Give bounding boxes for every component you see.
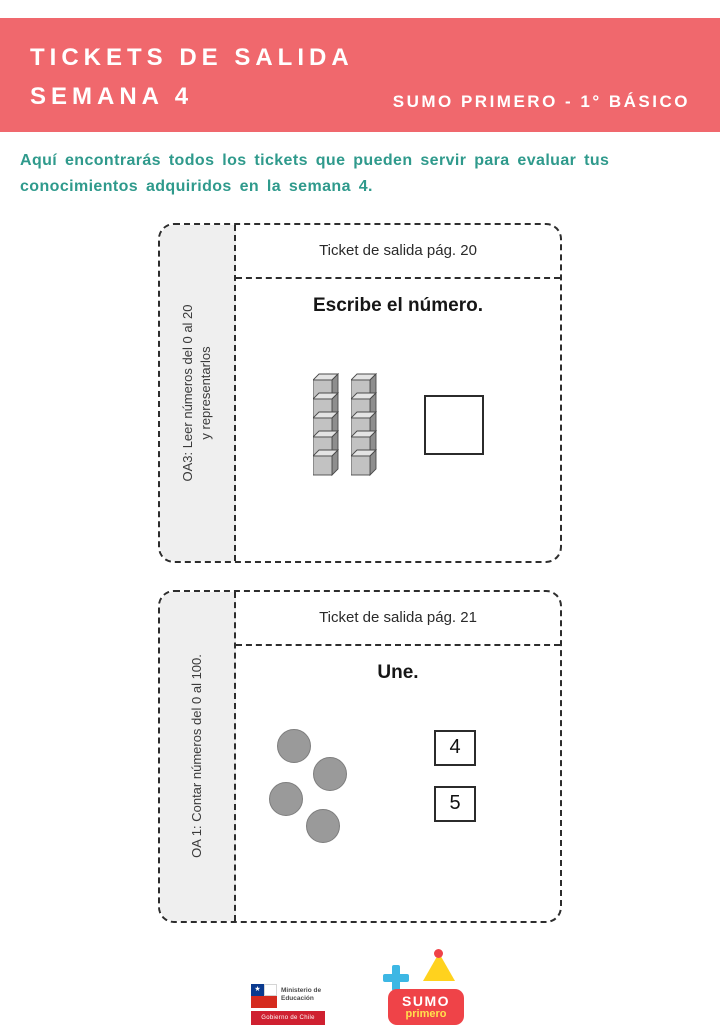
oa-label-line1: OA3: Leer números del 0 al 20: [179, 304, 195, 482]
ticket-main: Ticket de salida pág. 20 Escribe el núme…: [236, 225, 560, 561]
page-title: TICKETS DE SALIDA SEMANA 4: [30, 39, 354, 116]
matching-exercise: 4 5: [236, 698, 560, 878]
page-subtitle: SUMO PRIMERO - 1° BÁSICO: [392, 92, 690, 111]
header-band: TICKETS DE SALIDA SEMANA 4 SUMO PRIMERO …: [0, 18, 720, 132]
oa-label: OA3: Leer números del 0 al 20 y represen…: [179, 238, 215, 548]
counting-circle: [313, 756, 347, 791]
tickets-list: OA3: Leer números del 0 al 20 y represen…: [0, 222, 720, 923]
sumo-primero-logo: SUMO primero: [383, 948, 469, 1025]
intro-paragraph: Aquí encontrarás todos los tickets que p…: [20, 148, 700, 201]
gov-banner: Gobierno de Chile: [251, 1010, 325, 1025]
plus-icon: [383, 964, 409, 991]
counting-circle: [277, 728, 311, 763]
number-option-5: 5: [434, 785, 476, 822]
gov-logo-top: ★ Ministerio de Educación: [251, 983, 325, 1008]
page-title-line1: TICKETS DE SALIDA: [30, 44, 354, 72]
flag-star-icon: ★: [251, 983, 264, 996]
base-ten-blocks: [312, 372, 378, 477]
ticket-prompt: Une.: [377, 661, 419, 683]
ticket-prompt: Escribe el número.: [312, 294, 483, 316]
ministry-label-line2: Educación: [281, 994, 314, 1002]
oa-sidebar: OA 1: Contar números del 0 al 100.: [160, 591, 236, 921]
number-option-4: 4: [434, 729, 476, 766]
footer-logos: ★ Ministerio de Educación Gobierno de Ch…: [0, 948, 720, 1025]
oa-label-line1: OA 1: Contar números del 0 al 100.: [188, 654, 204, 859]
cube-stack-icon: [350, 372, 377, 476]
sumo-word: SUMO: [402, 992, 450, 1009]
page-title-line2: SEMANA 4: [30, 82, 194, 110]
intro-line2: conocimientos adquiridos en la semana 4.: [20, 178, 373, 196]
cube-stack-icon: [312, 372, 339, 476]
counting-circle: [269, 781, 303, 816]
ticket-title: Ticket de salida pág. 21: [236, 592, 560, 646]
sumo-wordmark: SUMO primero: [388, 988, 464, 1025]
chile-flag-icon: ★: [251, 983, 277, 1008]
ticket-card-pag21: OA 1: Contar números del 0 al 100. Ticke…: [158, 589, 562, 923]
ministry-label: Ministerio de Educación: [281, 984, 321, 1003]
ticket-content: Une. 4 5: [236, 646, 560, 921]
flag-red-stripe: [251, 995, 277, 1008]
intro-line1: Aquí encontrarás todos los tickets que p…: [20, 152, 610, 169]
triangle-dot-icon: [434, 948, 443, 958]
oa-label: OA 1: Contar números del 0 al 100.: [188, 601, 206, 911]
ticket-card-pag20: OA3: Leer números del 0 al 20 y represen…: [158, 222, 562, 563]
primero-word: primero: [405, 1007, 447, 1020]
blocks-exercise: [236, 372, 560, 477]
ticket-content: Escribe el número.: [236, 279, 560, 561]
oa-label-line2: y representarlos: [198, 346, 213, 440]
flag-white-field: [264, 983, 277, 996]
answer-box: [423, 394, 484, 455]
ministry-label-line1: Ministerio de: [281, 986, 322, 994]
oa-sidebar: OA3: Leer números del 0 al 20 y represen…: [160, 224, 236, 561]
counting-circle: [306, 808, 340, 843]
ticket-main: Ticket de salida pág. 21 Une. 4 5: [236, 592, 560, 921]
gov-logo: ★ Ministerio de Educación Gobierno de Ch…: [251, 983, 325, 1025]
ticket-title: Ticket de salida pág. 20: [236, 225, 560, 279]
